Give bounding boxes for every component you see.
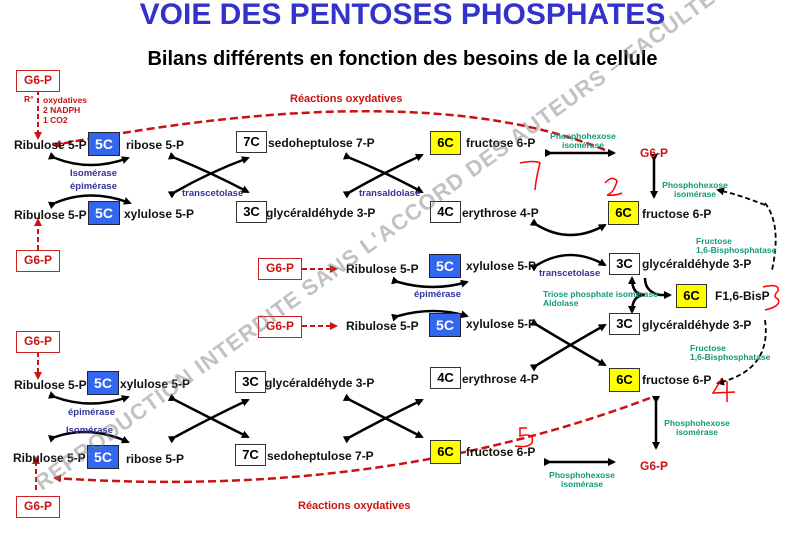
- ribose5p-r4: ribose 5-P: [126, 452, 185, 466]
- f16bisp-label: F1,6-BisP: [715, 289, 770, 303]
- box-4c-r2: 4C: [430, 201, 461, 223]
- box-5c-m1: 5C: [429, 254, 461, 278]
- fructose6p-r1: fructose 6-P: [466, 136, 536, 150]
- box-4c-r3: 4C: [430, 367, 461, 389]
- glyceraldehyde3p-m2: glycéraldéhyde 3-P: [642, 318, 752, 332]
- erythrose4p-r3: erythrose 4-P: [462, 372, 539, 386]
- erythrose4p-r2: erythrose 4-P: [462, 206, 539, 220]
- oxidative-curve-top: [53, 110, 606, 152]
- isomerase-r3: Isomérase: [66, 425, 114, 436]
- epimerase-r3: épimérase: [68, 407, 116, 418]
- reactions-oxydatives-top: Réactions oxydatives: [290, 93, 403, 105]
- g6p-box-3: G6-P: [16, 331, 60, 353]
- box-5c-r4: 5C: [87, 445, 119, 469]
- box-6c-r2: 6C: [608, 201, 639, 225]
- phi-label-4b: isomérase: [560, 479, 604, 489]
- box-7c-r4: 7C: [235, 444, 266, 466]
- xylulose5p-m2: xylulose 5-P: [466, 317, 537, 331]
- phi-label-4a: Phosphohexose: [549, 470, 615, 480]
- phi-label-3b: isomérase: [675, 427, 719, 437]
- page-subtitle: Bilans différents en fonction des besoin…: [147, 48, 658, 70]
- ribulose5p-m1: Ribulose 5-P: [346, 262, 419, 276]
- box-6c-r1: 6C: [430, 131, 461, 155]
- box-7c-r1: 7C: [236, 131, 267, 153]
- phi-label-1b: isomérase: [561, 140, 605, 150]
- fructose6p-r3: fructose 6-P: [642, 373, 712, 387]
- box-6c-f16bp: 6C: [676, 284, 707, 308]
- xylulose5p-r3: xylulose 5-P: [120, 377, 191, 391]
- phi-label-3a: Phosphohexose: [664, 418, 730, 428]
- xylulose5p-r2: xylulose 5-P: [124, 207, 195, 221]
- handwritten-numbers: [514, 160, 780, 448]
- page-title: VOIE DES PENTOSES PHOSPHATES: [139, 0, 666, 31]
- sedoheptulose7p-r1: sedoheptulose 7-P: [268, 136, 375, 150]
- box-5c-r3: 5C: [87, 371, 119, 395]
- co2-label: 1 CO2: [43, 115, 68, 125]
- ribulose5p-m2: Ribulose 5-P: [346, 319, 419, 333]
- box-5c-m2: 5C: [429, 313, 461, 337]
- phi-label-2b: isomérase: [673, 189, 717, 199]
- fbpase-label-2b: 1,6-Bisphosphatase: [690, 352, 771, 362]
- phi-label-2a: Phosphohexose: [662, 180, 728, 190]
- g6p-box-m1: G6-P: [258, 258, 302, 280]
- ribulose5p-r1: Ribulose 5-P: [14, 138, 87, 152]
- box-3c-m2: 3C: [609, 313, 640, 335]
- box-5c-r1: 5C: [88, 132, 120, 156]
- oxydatives-label: oxydatives: [43, 95, 87, 105]
- tpi-label: Triose phosphate isomérase: [543, 289, 658, 299]
- ribulose5p-r2: Ribulose 5-P: [14, 208, 87, 222]
- g6p-box-2: G6-P: [16, 250, 60, 272]
- xylulose5p-m1: xylulose 5-P: [466, 259, 537, 273]
- glyceraldehyde3p-r3: glycéraldéhyde 3-P: [265, 376, 375, 390]
- nadph-label: 2 NADPH: [43, 105, 81, 115]
- epimerase-r1: épimérase: [70, 181, 118, 192]
- epimerase-m: épimérase: [414, 289, 462, 300]
- box-6c-r4: 6C: [430, 440, 461, 464]
- glyceraldehyde3p-m1: glycéraldéhyde 3-P: [642, 257, 752, 271]
- g6p-box-4: G6-P: [16, 496, 60, 518]
- box-3c-r2: 3C: [236, 201, 267, 223]
- reactions-oxydatives-bottom: Réactions oxydatives: [298, 500, 411, 512]
- r-deg-label: R°: [24, 94, 34, 104]
- fbpase-label-2a: Fructose: [690, 343, 726, 353]
- ribose5p-r1: ribose 5-P: [126, 138, 185, 152]
- box-3c-m1: 3C: [609, 253, 640, 275]
- glyceraldehyde3p-r2: glycéraldéhyde 3-P: [266, 206, 376, 220]
- g6p-label-r4: G6-P: [640, 459, 669, 473]
- box-3c-r3: 3C: [235, 371, 266, 393]
- isomerase-r1: Isomérase: [70, 168, 118, 179]
- oxidative-curve-bottom: [53, 396, 651, 484]
- phi-label-1a: Phosphohexose: [550, 131, 616, 141]
- g6p-box-top: G6-P: [16, 70, 60, 92]
- transcetolase-r1: transcetolase: [182, 188, 244, 199]
- fructose6p-r4: fructose 6-P: [466, 445, 536, 459]
- fructose6p-r2: fructose 6-P: [642, 207, 712, 221]
- g6p-label-r1: G6-P: [640, 146, 669, 160]
- fbpase-label-1a: Fructose: [696, 236, 732, 246]
- transcetolase-m: transcetolase: [539, 268, 601, 279]
- transaldolase-r1: transaldolase: [359, 188, 421, 199]
- box-5c-r2: 5C: [88, 201, 120, 225]
- ribulose5p-r3: Ribulose 5-P: [14, 378, 87, 392]
- fbpase-label-1b: 1,6-Bisphosphatase: [696, 245, 777, 255]
- ribulose5p-r4: Ribulose 5-P: [13, 451, 86, 465]
- sedoheptulose7p-r4: sedoheptulose 7-P: [267, 449, 374, 463]
- aldolase-label: Aldolase: [543, 298, 579, 308]
- g6p-box-m2: G6-P: [258, 316, 302, 338]
- box-6c-r3: 6C: [609, 368, 640, 392]
